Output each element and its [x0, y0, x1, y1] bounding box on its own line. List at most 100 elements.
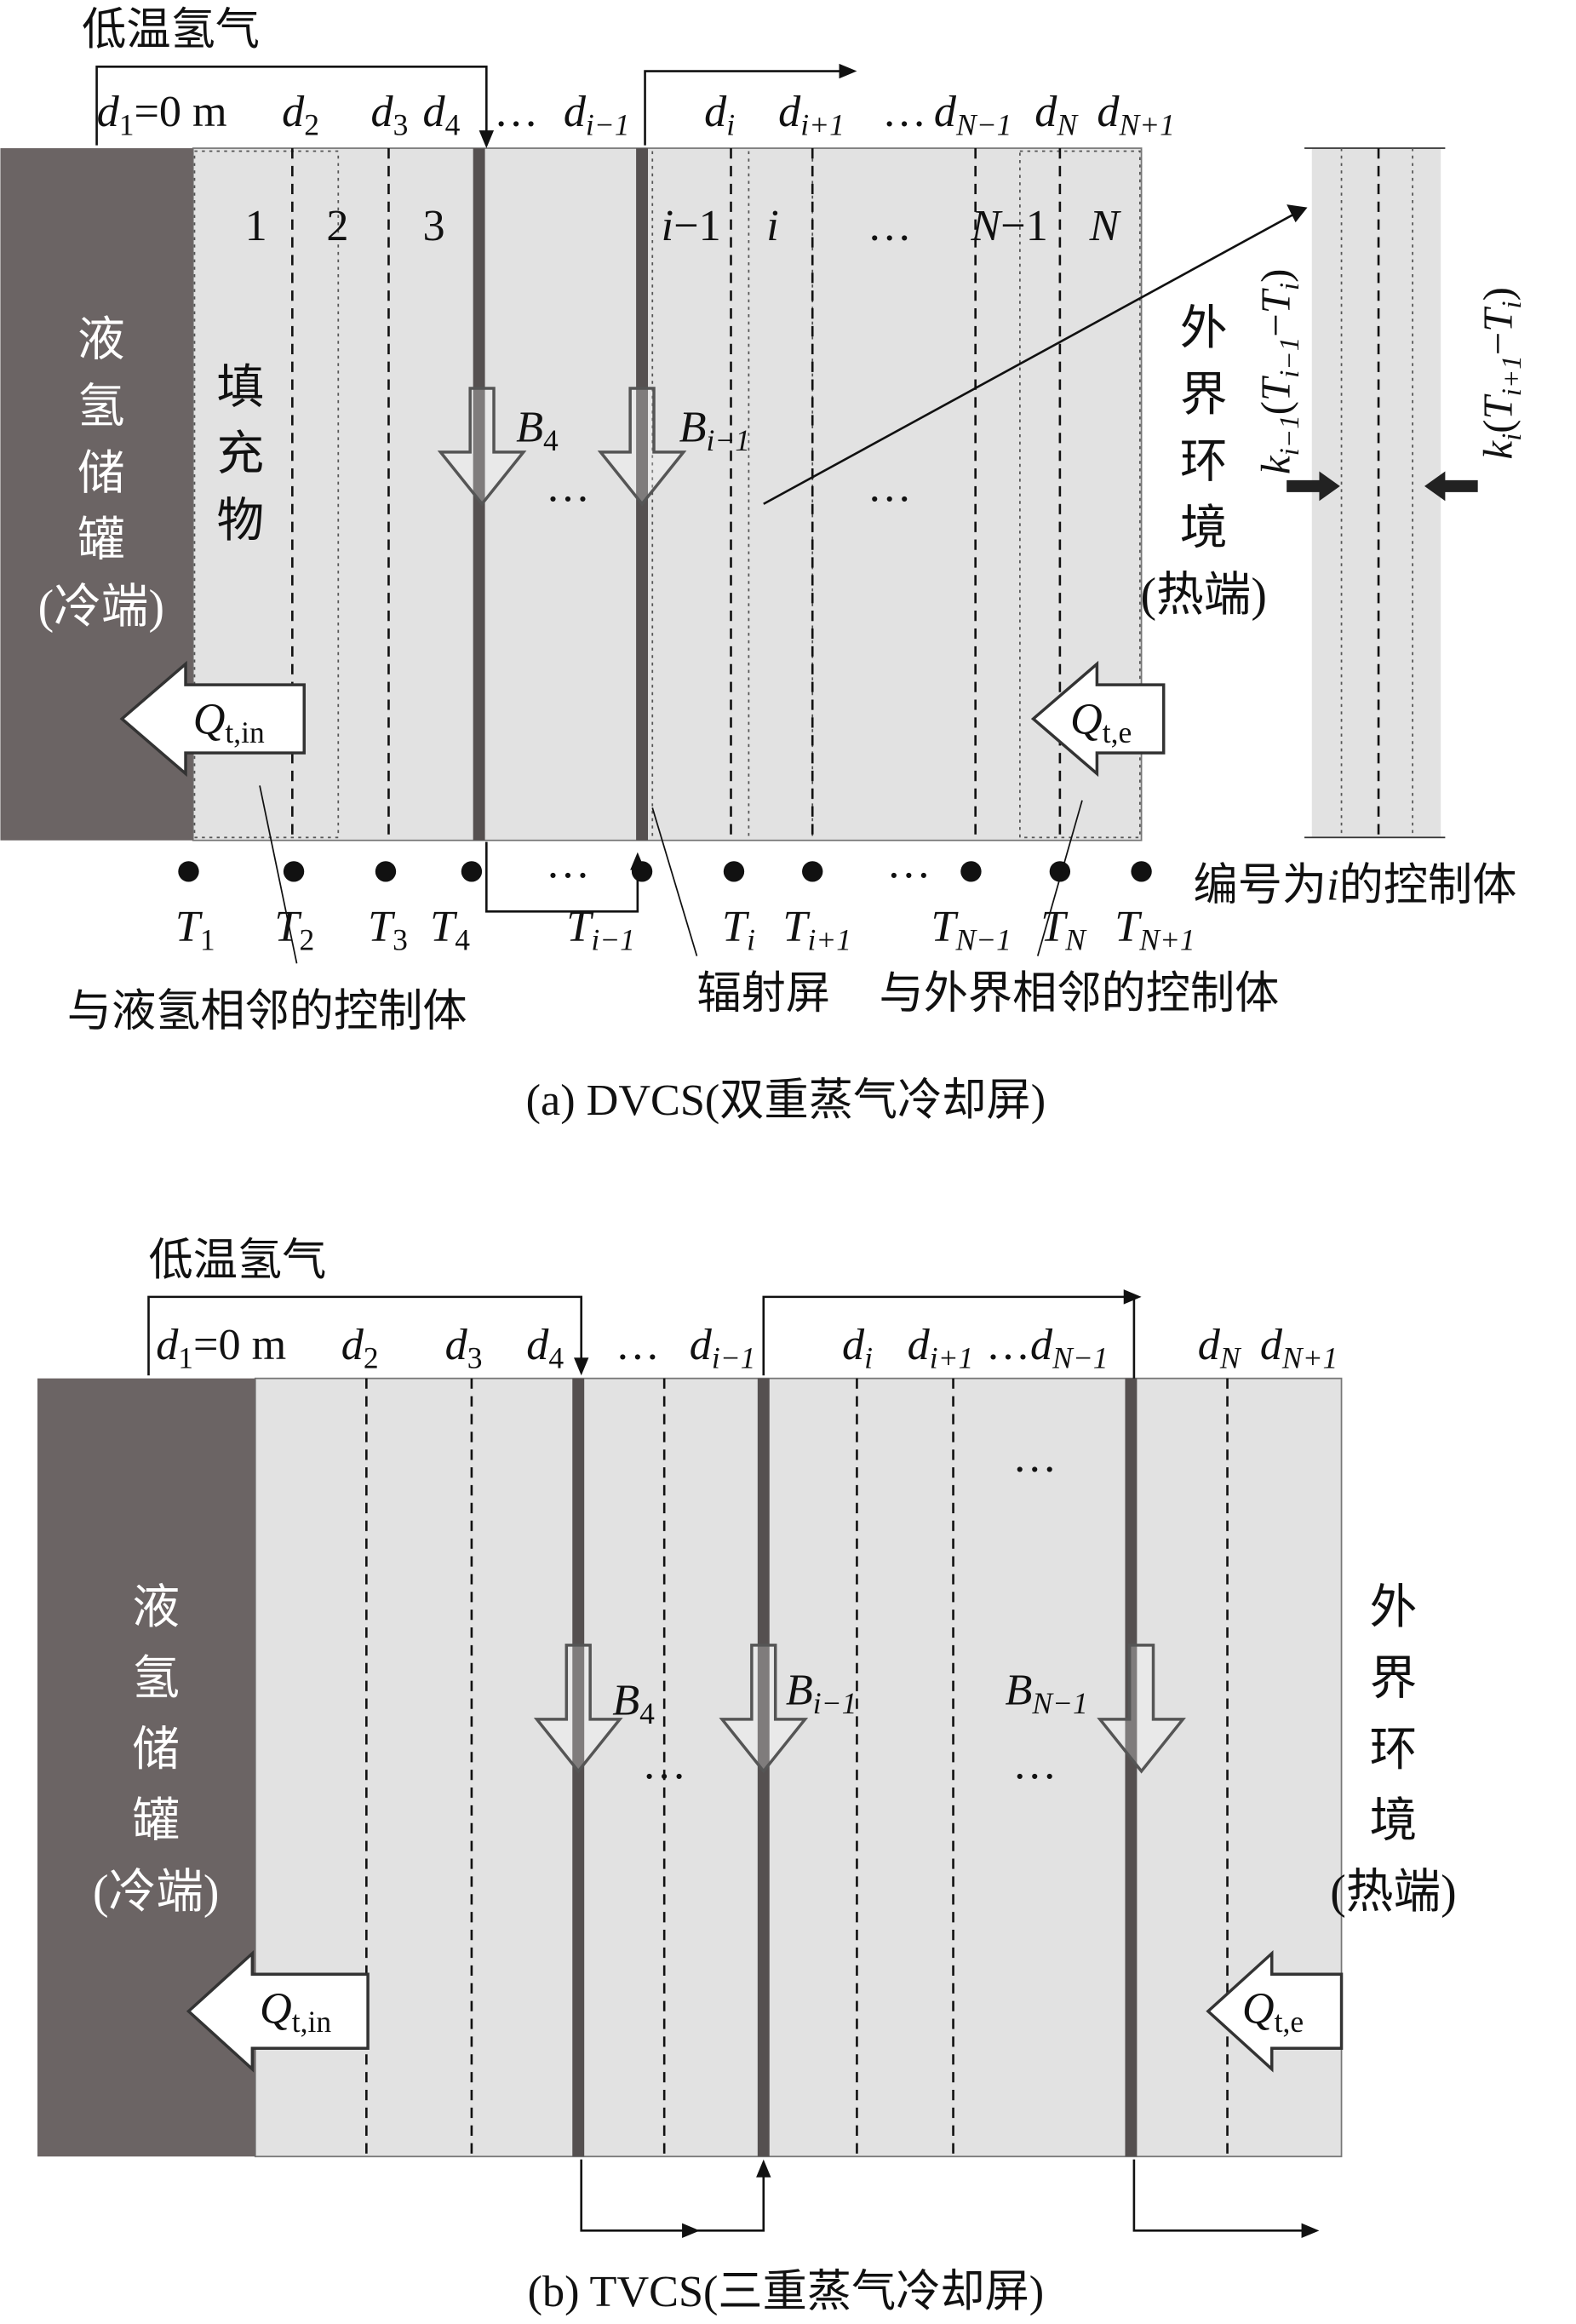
heat-env-label: Qt,e	[1242, 1984, 1304, 2039]
arrowhead	[574, 1357, 589, 1376]
temperature-label: TN+1	[1115, 902, 1195, 956]
shield-flux-label: Bi−1	[679, 403, 750, 457]
environment-label-line: 环	[1180, 435, 1228, 488]
arrowhead	[1123, 1289, 1142, 1305]
shield-flux-label: B4	[516, 403, 559, 457]
environment-label-line: 境	[1370, 1794, 1418, 1847]
tank-label-line: 液	[77, 314, 125, 367]
filler-label-line: 充	[217, 428, 265, 481]
temperature-label: Ti−1	[566, 902, 635, 956]
temperature-label: …	[546, 838, 590, 887]
filler-label-line: 物	[217, 495, 265, 548]
panel-a: 低温氢气 与液氢相邻的控制体 辐射屏 与外界相邻的控制体 (a) DVCS(双重…	[0, 5, 1527, 1125]
environment-label-line: 环	[1370, 1724, 1418, 1776]
position-label-d: d3	[445, 1320, 483, 1374]
position-label-d: di	[842, 1320, 873, 1374]
radiation-shield-1	[473, 148, 485, 841]
vapor-path-bottom	[485, 841, 639, 913]
vapor-path-2	[644, 70, 843, 146]
environment-label-line: 外	[1370, 1581, 1418, 1634]
node-dots	[178, 861, 1152, 882]
position-label-d: …	[494, 87, 538, 136]
position-label-d: d4	[422, 87, 460, 141]
heat-flux-arrow-bi-1	[597, 387, 687, 507]
heat-flux-arrow-b4	[533, 1644, 623, 1774]
vapor-path-1	[95, 66, 488, 146]
ellipsis: …	[1012, 1740, 1057, 1789]
conduction-arrow-right	[1424, 471, 1478, 502]
tank-label-line: 氢	[132, 1652, 180, 1705]
arrowhead	[756, 2159, 771, 2178]
callout-leader	[259, 785, 298, 964]
gas-label-b: 低温氢气	[149, 1236, 327, 1285]
control-volume-number: N−1	[970, 201, 1047, 250]
conduction-in-label: ki−1(Ti−1−Ti)	[1253, 269, 1305, 474]
radiation-shield-3	[1125, 1378, 1138, 2157]
env-control-volume	[1019, 150, 1141, 839]
temperature-label: Ti	[722, 902, 755, 956]
position-label-d: di−1	[564, 87, 630, 141]
position-label-d: d2	[282, 87, 319, 141]
temperature-label: …	[886, 838, 931, 887]
callout-leader	[651, 807, 698, 956]
callout-env-cv: 与外界相邻的控制体	[880, 968, 1280, 1018]
callout-shield: 辐射屏	[696, 968, 830, 1018]
filler-region	[192, 147, 1143, 841]
position-label-d: …	[882, 87, 926, 136]
environment-label-line: 境	[1180, 502, 1228, 555]
heat-env-arrow	[1206, 1949, 1344, 2073]
tank-label-line: 罐	[132, 1794, 180, 1847]
filler-label: 填充物	[217, 361, 265, 548]
conduction-out-label: ki(Ti+1−Ti)	[1476, 287, 1527, 459]
shield-flux-label: Bi−1	[786, 1665, 857, 1719]
control-volume-number: …	[868, 201, 912, 250]
radiation-shield-2	[636, 148, 649, 841]
position-label-d: d3	[371, 87, 409, 141]
caption-a: (a) DVCS(双重蒸气冷却屏)	[526, 1076, 1046, 1125]
control-volume-number: i	[766, 201, 779, 250]
callout-cold-cv: 与液氢相邻的控制体	[67, 986, 467, 1036]
heat-env-label: Qt,e	[1070, 695, 1132, 749]
heat-in-arrow	[186, 1949, 370, 2073]
heat-in-label: Qt,in	[260, 1984, 331, 2039]
radiation-shield-2	[757, 1378, 770, 2157]
arrowhead	[1301, 2223, 1320, 2239]
vapor-path-2	[762, 1295, 1127, 1376]
heat-flux-arrow-b4	[437, 387, 527, 507]
heat-flux-arrow-bi-1	[719, 1644, 809, 1774]
position-label-d: d2	[341, 1320, 379, 1374]
tank-label-line: 储	[77, 447, 125, 500]
position-label-d: di−1	[690, 1320, 756, 1374]
position-label-d: d1=0 m	[156, 1320, 286, 1374]
temperature-label: T4	[430, 902, 470, 956]
tank-label-line: 液	[132, 1581, 180, 1634]
arrowhead	[839, 63, 857, 79]
position-label-d: …	[616, 1320, 660, 1369]
arrowhead	[479, 130, 495, 149]
heat-in-label: Qt,in	[193, 695, 265, 749]
temperature-label: TN−1	[931, 902, 1011, 956]
panel-b: 低温氢气 (b) TVCS(三重蒸气冷却屏) d1=0 m d2 d3 d4 … di−1…	[37, 1236, 1457, 2316]
position-label-d: d4	[526, 1320, 564, 1374]
filler-label-line: 填	[217, 361, 265, 414]
position-label-d: dN	[1198, 1320, 1242, 1374]
temperature-label: T3	[368, 902, 408, 956]
detail-control-volume	[1311, 148, 1441, 838]
environment-label-line: 外	[1180, 302, 1228, 355]
ellipsis: …	[1012, 1432, 1057, 1482]
vapor-path-1	[147, 1295, 583, 1376]
control-volume-number: N	[1089, 201, 1122, 250]
temperature-label: T2	[274, 902, 314, 956]
ellipsis: …	[868, 462, 912, 511]
arrowhead	[630, 852, 645, 870]
tank-label-line: 罐	[77, 514, 125, 567]
callout-leader	[1036, 800, 1083, 956]
caption-b: (b) TVCS(三重蒸气冷却屏)	[528, 2267, 1045, 2316]
control-volume-index-label: 编号为i的控制体	[1194, 860, 1517, 910]
